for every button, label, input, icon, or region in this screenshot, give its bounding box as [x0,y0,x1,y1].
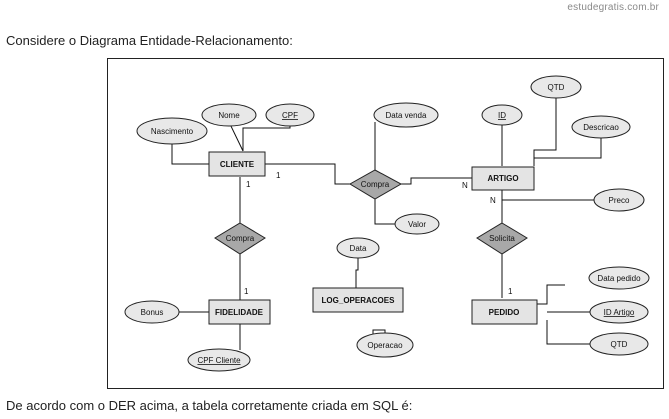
svg-text:ID Artigo: ID Artigo [604,308,635,317]
site-watermark: estudegratis.com.br [567,2,659,13]
cardinality-cliente-fidelidade: 1 [246,180,251,189]
attribute-valor: Valor [394,213,440,235]
svg-text:Data venda: Data venda [386,111,427,120]
er-diagram: Nascimento Nome CPF Data venda Valor ID … [107,58,664,389]
entity-fidelidade: FIDELIDADE [208,299,271,325]
svg-text:Preco: Preco [609,196,630,205]
attribute-data-venda: Data venda [373,102,439,128]
cardinality-artigo-solicita: N [490,196,496,205]
svg-text:Bonus: Bonus [141,308,164,317]
attribute-descricao: Descricao [571,115,631,139]
svg-text:LOG_OPERACOES: LOG_OPERACOES [322,296,396,305]
cardinality-pedido-solicita: 1 [508,287,513,296]
attribute-id: ID [481,104,523,126]
attribute-nascimento: Nascimento [136,117,208,145]
entity-log-operacoes: LOG_OPERACOES [312,287,404,313]
svg-text:PEDIDO: PEDIDO [489,308,520,317]
question-prompt: De acordo com o DER acima, a tabela corr… [6,398,413,413]
svg-text:Valor: Valor [408,220,426,229]
attribute-data-pedido: Data pedido [588,266,650,290]
attribute-operacao: Operacao [356,332,414,358]
svg-text:FIDELIDADE: FIDELIDADE [215,308,264,317]
attribute-cpf: CPF [265,103,315,127]
svg-text:ID: ID [498,111,506,120]
entity-artigo: ARTIGO [471,166,535,191]
cardinality-fidelidade-compra: 1 [244,287,249,296]
attribute-qtd-artigo: QTD [530,75,582,99]
cardinality-cliente-compra: 1 [276,171,281,180]
attribute-data-log: Data [336,237,380,259]
svg-text:Nome: Nome [218,111,240,120]
question-intro: Considere o Diagrama Entidade-Relacionam… [6,33,293,48]
attribute-preco: Preco [593,188,645,212]
svg-text:Data pedido: Data pedido [597,274,641,283]
connector-lines [171,96,602,350]
svg-text:QTD: QTD [611,340,628,349]
relationship-compra-cliente-fidelidade: Compra [214,222,266,255]
svg-text:ARTIGO: ARTIGO [487,174,518,183]
svg-text:Solicita: Solicita [489,234,515,243]
svg-text:Data: Data [350,244,367,253]
svg-text:CPF Cliente: CPF Cliente [197,356,241,365]
cardinality-artigo-compra: N [462,181,468,190]
svg-text:Operacao: Operacao [367,341,403,350]
svg-text:Compra: Compra [361,180,390,189]
entity-pedido: PEDIDO [471,299,538,325]
attribute-bonus: Bonus [124,300,180,324]
svg-text:Descricao: Descricao [583,123,619,132]
relationship-solicita: Solicita [476,222,528,255]
svg-text:Nascimento: Nascimento [151,127,194,136]
svg-text:Compra: Compra [226,234,255,243]
attribute-qtd-pedido: QTD [589,332,649,356]
attribute-nome: Nome [201,103,257,127]
svg-text:QTD: QTD [548,83,565,92]
relationship-compra-cliente-artigo: Compra [349,169,403,200]
entity-cliente: CLIENTE [208,151,266,177]
attribute-cpf-cliente: CPF Cliente [187,348,251,372]
svg-text:CLIENTE: CLIENTE [220,160,255,169]
attribute-id-artigo: ID Artigo [589,300,649,324]
svg-text:CPF: CPF [282,111,298,120]
